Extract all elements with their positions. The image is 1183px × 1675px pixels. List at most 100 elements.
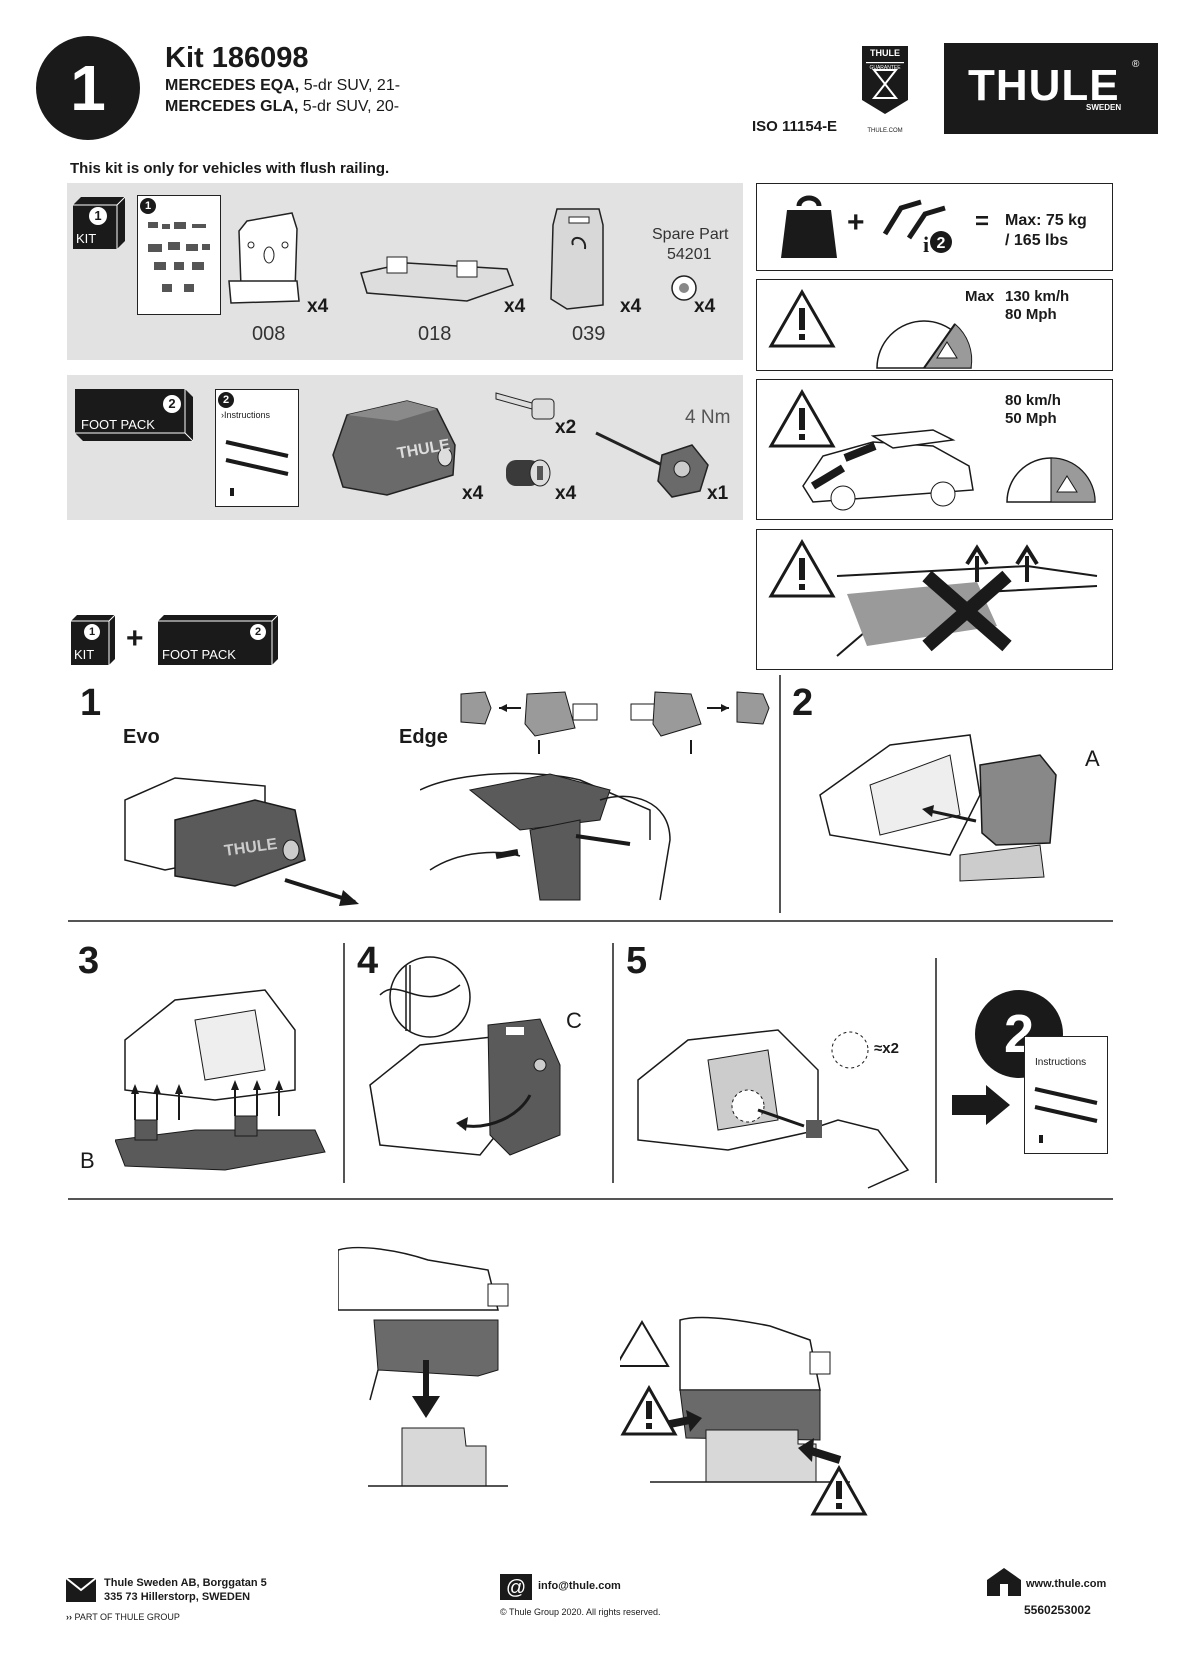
kit-title: Kit 186098 <box>165 42 309 74</box>
label-a: A <box>1085 746 1100 771</box>
vehicle-spec: 5-dr SUV, 20- <box>298 98 400 115</box>
approx-times-two: ≈x2 <box>874 1040 899 1057</box>
foot-pack-label: FOOT PACK <box>81 417 155 432</box>
load-limit-box: + 2 i = Max: 75 kg / 165 lbs <box>756 183 1113 271</box>
warning-triangle-icon <box>768 538 836 598</box>
part-018-qty: x4 <box>504 296 526 317</box>
torque-value: 4 Nm <box>685 407 731 428</box>
foot-on-rail-check-illustration <box>620 1316 850 1483</box>
roof-rack-icon: 2 i <box>882 199 952 256</box>
svg-text:i: i <box>923 232 929 256</box>
step-5-number: 5 <box>626 940 648 982</box>
lock-qty: x4 <box>555 483 577 504</box>
combo-foot-circle: 2 <box>250 624 266 640</box>
section-divider <box>68 920 1113 922</box>
no-lift-box <box>756 529 1113 670</box>
foot-pack-num: 2 <box>168 396 176 411</box>
key-qty: x2 <box>555 417 577 438</box>
part-039-qty: x4 <box>620 296 642 317</box>
step-divider-vertical <box>343 943 345 1183</box>
vehicle-spec: 5-dr SUV, 21- <box>299 77 401 94</box>
kit-box-label: KIT <box>76 231 97 246</box>
part-008-code: 008 <box>252 323 286 345</box>
group-line: ›› PART OF THULE GROUP <box>66 1612 180 1622</box>
logo-text: THULE <box>968 61 1120 110</box>
website-link[interactable]: www.thule.com <box>1026 1578 1107 1590</box>
next-leaflet-text: Instructions <box>1035 1057 1087 1068</box>
speedometer-icon <box>1006 457 1096 503</box>
combo-kit-circle: 1 <box>84 624 100 640</box>
load-max-lbs: / 165 lbs <box>1005 232 1069 249</box>
foot-qty: x4 <box>462 483 484 504</box>
home-icon <box>987 1568 1021 1596</box>
warning-triangle-icon <box>810 1465 868 1516</box>
load-equals: = <box>975 208 990 235</box>
leaflet-circle: 1 <box>140 198 156 214</box>
chevron-right-icon: ›› <box>66 1612 72 1622</box>
foot-pack-box-icon: 2 FOOT PACK <box>75 389 193 441</box>
arrow-right-icon <box>952 1085 1010 1125</box>
screw-fasten-illustration <box>637 1029 910 1189</box>
guarantee-badge: THULE GUARANTEE THULE.COM <box>860 44 910 134</box>
warning-triangle-icon <box>768 388 836 448</box>
step-4-number: 4 <box>357 940 379 982</box>
load-max-kg: Max: 75 kg <box>1005 212 1087 229</box>
next-leaflet: Instructions <box>1024 1036 1108 1154</box>
next-step-circle: 2 <box>975 990 1063 1078</box>
roof-bars-icon <box>1034 1087 1098 1143</box>
kit-box-circle: 1 <box>89 207 107 225</box>
part-018-code: 018 <box>418 323 452 345</box>
spare-screw-icon <box>671 275 697 301</box>
combo-kit-box: 1 KIT <box>71 615 115 665</box>
email-link[interactable]: info@thule.com <box>538 1580 621 1592</box>
address-line-2: 335 73 Hillerstorp, SWEDEN <box>104 1591 251 1603</box>
key-icon <box>495 392 555 420</box>
step-number: 1 <box>70 52 106 124</box>
section-divider <box>68 1198 1113 1200</box>
svg-text:@: @ <box>506 1577 526 1599</box>
foot-leaflet-text: ›Instructions <box>221 410 271 420</box>
foot-onto-rail-illustration <box>338 1246 509 1487</box>
step-1-edge-label: Edge <box>399 726 448 748</box>
foot-pack-circle: 2 <box>163 395 181 413</box>
load-speed-mph: 50 Mph <box>1005 410 1057 427</box>
cover-039-icon <box>550 208 604 310</box>
vehicle-model: MERCEDES GLA, <box>165 98 299 115</box>
tool-qty: x1 <box>707 483 729 504</box>
instructions-leaflet: 1 <box>137 195 221 315</box>
car-with-load-icon <box>802 429 974 511</box>
notice: This kit is only for vehicles with flush… <box>70 160 390 177</box>
edge-foot-removal-illustration <box>420 772 671 901</box>
speedometer-icon <box>876 320 973 369</box>
email-icon: @ <box>500 1574 532 1600</box>
load-plus: + <box>847 206 865 239</box>
torque-tool-icon <box>595 431 709 498</box>
kit-panel: 1 KIT 1 x4 008 x4 018 x4 039 Spare Part … <box>67 183 743 360</box>
roof-bars-icon <box>225 440 289 496</box>
step-divider-vertical <box>612 943 614 1183</box>
spare-part-code: 54201 <box>667 246 712 263</box>
label-b: B <box>80 1148 95 1173</box>
foot-leaflet-circle: 2 <box>218 392 234 408</box>
bracket-attach-illustration <box>819 734 1057 882</box>
leaflet-parts-icon <box>148 222 210 292</box>
step-3-number: 3 <box>78 940 100 982</box>
pad-018-icon <box>360 256 514 302</box>
step-2-number: 2 <box>792 682 814 724</box>
spare-part-qty: x4 <box>694 296 716 317</box>
warning-triangle-icon <box>768 288 836 348</box>
iso-standard: ISO 11154-E <box>752 118 838 135</box>
vehicle-line-2: MERCEDES GLA, 5-dr SUV, 20- <box>165 98 399 116</box>
weight-icon <box>781 195 837 258</box>
step-circle: 1 <box>36 36 140 140</box>
kit-box-num: 1 <box>94 208 102 223</box>
bracket-008-icon <box>228 212 300 304</box>
kit-box-icon: 1 KIT <box>73 197 125 249</box>
step-1-evo-label: Evo <box>123 726 160 748</box>
vehicle-model: MERCEDES EQA, <box>165 77 300 94</box>
logo-reg: ® <box>1132 59 1140 70</box>
warning-triangle-icon <box>620 1385 678 1436</box>
mail-envelope-icon <box>66 1578 96 1602</box>
speed-kmh: 130 km/h <box>1005 288 1070 305</box>
group-text: PART OF THULE GROUP <box>74 1612 180 1622</box>
